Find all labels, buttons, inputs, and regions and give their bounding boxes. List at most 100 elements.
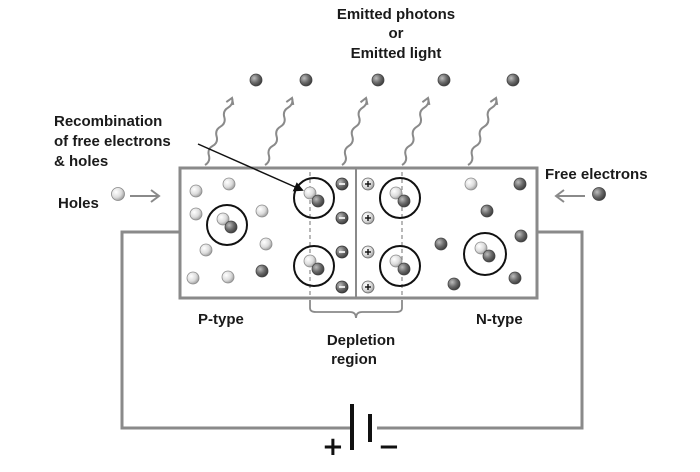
free-electron — [480, 204, 494, 218]
depletion-ions — [335, 177, 375, 294]
photon — [264, 73, 313, 166]
outside-hole — [111, 187, 125, 201]
photon — [204, 73, 263, 166]
positive-ion — [361, 245, 375, 259]
negative-ion — [335, 177, 349, 191]
free-electron — [397, 262, 411, 276]
title-line-3: Emitted light — [351, 45, 442, 62]
free-electrons-indicator: Free electrons — [545, 166, 648, 203]
hole — [199, 243, 213, 257]
free-electron — [514, 229, 528, 243]
circuit-wires — [120, 230, 584, 430]
outside-electron — [592, 187, 606, 201]
free-electron — [508, 271, 522, 285]
recombination-ring — [379, 245, 421, 287]
electrons-arrow-head — [554, 189, 565, 203]
recombination-ring — [293, 177, 335, 219]
charge-carriers — [186, 177, 528, 291]
free-electron — [255, 264, 269, 278]
title-line-2: or — [389, 25, 404, 42]
photon-wave — [467, 97, 498, 166]
holes-arrow-head — [150, 189, 161, 203]
battery-plus-sign: + — [322, 432, 344, 462]
photon — [467, 73, 520, 166]
photon-wave — [204, 97, 234, 166]
free-electron — [447, 277, 461, 291]
positive-ion — [361, 177, 375, 191]
n-type-label: N-type — [476, 311, 523, 328]
hole — [474, 241, 488, 255]
photon-arrowhead — [285, 96, 295, 106]
hole — [221, 270, 235, 284]
hole — [222, 177, 236, 191]
hole — [389, 254, 403, 268]
hole — [303, 186, 317, 200]
hole — [389, 186, 403, 200]
recombination-ring — [293, 245, 335, 287]
photon-particle — [437, 73, 451, 87]
free-electron — [224, 220, 238, 234]
free-electron — [397, 194, 411, 208]
photon-wave — [341, 97, 368, 166]
emitted-photons — [204, 73, 520, 166]
recombination-ring — [463, 232, 507, 276]
photon-particle — [299, 73, 313, 87]
pn-junction — [178, 166, 539, 300]
recombination-label-line-2: of free electrons — [54, 133, 171, 150]
photon-arrowhead — [489, 96, 499, 106]
photon-wave — [401, 97, 430, 166]
recombining-pair — [303, 254, 325, 276]
recombining-pair — [474, 241, 496, 263]
recombination-sites — [206, 177, 507, 287]
free-electron — [311, 194, 325, 208]
photon-particle — [371, 73, 385, 87]
right-wire — [377, 230, 584, 430]
photon-arrowhead — [359, 96, 369, 106]
free-electron — [482, 249, 496, 263]
hole — [303, 254, 317, 268]
junction-box — [178, 166, 539, 300]
recombination-ring — [206, 204, 248, 246]
recombining-pair — [303, 186, 325, 208]
title-line-1: Emitted photons — [337, 6, 455, 23]
battery-minus-sign: − — [378, 432, 400, 462]
hole — [189, 207, 203, 221]
recombining-pair — [389, 254, 411, 276]
photon-arrowhead — [225, 96, 235, 106]
recombination-label-line-3: & holes — [54, 153, 108, 170]
p-type-label: P-type — [198, 311, 244, 328]
depletion-label-line-1: Depletion — [327, 332, 395, 349]
holes-label: Holes — [58, 195, 99, 212]
free-electron — [513, 177, 527, 191]
recombining-pair — [389, 186, 411, 208]
depletion-label-line-2: region — [331, 351, 377, 368]
hole — [186, 271, 200, 285]
recombination-ring — [379, 177, 421, 219]
emitted-light-title: Emitted photons or Emitted light — [337, 6, 455, 62]
positive-ion — [361, 280, 375, 294]
recombining-pair — [216, 212, 238, 234]
free-electrons-label: Free electrons — [545, 166, 648, 183]
negative-ion — [335, 245, 349, 259]
photon — [401, 73, 451, 166]
recombination-pointer-arrow — [197, 143, 304, 192]
free-electron — [434, 237, 448, 251]
negative-ion — [335, 211, 349, 225]
positive-ion — [361, 211, 375, 225]
negative-ion — [335, 280, 349, 294]
photon-arrowhead — [421, 96, 431, 106]
photon-wave — [264, 97, 294, 166]
hole — [464, 177, 478, 191]
photon-particle — [249, 73, 263, 87]
photon-particle — [506, 73, 520, 87]
hole — [259, 237, 273, 251]
recombination-callout: Recombination of free electrons & holes — [54, 113, 304, 192]
battery-symbol: + − — [322, 404, 400, 462]
hole — [255, 204, 269, 218]
photon — [341, 73, 385, 166]
depletion-bracket — [309, 300, 403, 319]
hole — [216, 212, 230, 226]
holes-indicator: Holes — [58, 187, 161, 212]
free-electron — [311, 262, 325, 276]
